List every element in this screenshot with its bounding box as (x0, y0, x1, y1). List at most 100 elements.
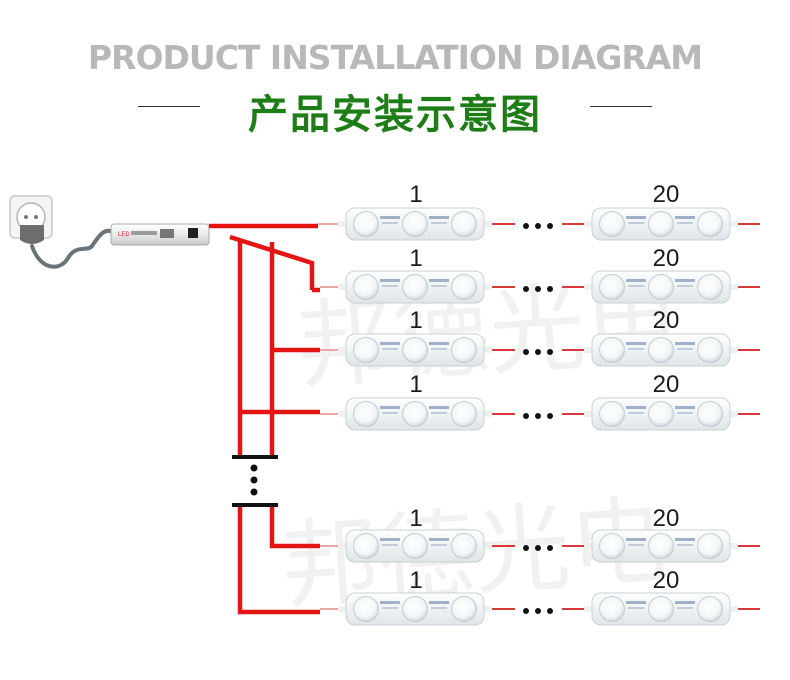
led-module-icon (584, 529, 738, 563)
module-print (429, 601, 449, 604)
led-module-icon (338, 207, 492, 241)
svg-text:LED: LED (118, 232, 130, 238)
led-lens (697, 533, 723, 559)
title-english: PRODUCT INSTALLATION DIAGRAM (87, 38, 703, 77)
led-string-row: 1 20 (338, 505, 760, 563)
led-lens (402, 401, 428, 427)
led-string-row: 1 20 (338, 307, 760, 367)
led-string-row: 1 20 (338, 371, 760, 431)
module-number-first: 1 (409, 371, 422, 398)
led-module-icon (338, 270, 492, 304)
title-rule-right (590, 106, 652, 107)
module-print (675, 538, 695, 541)
module-print (628, 412, 644, 414)
module-print (626, 601, 646, 604)
ellipsis-dot (535, 223, 541, 229)
module-print (626, 342, 646, 345)
led-string-rows: 1 20 1 20 1 20 1 20 1 20 1 20 (338, 181, 760, 626)
led-module-icon (584, 333, 738, 367)
module-print (626, 538, 646, 541)
led-lens (353, 274, 379, 300)
led-string-row: 1 20 (338, 567, 760, 626)
ellipsis-icon (523, 608, 553, 614)
ellipsis-icon (523, 223, 553, 229)
module-print (429, 406, 449, 409)
led-string-row: 1 20 (338, 245, 760, 304)
module-print (675, 279, 695, 282)
module-print (380, 406, 400, 409)
module-number-last: 20 (653, 307, 680, 334)
module-number-first: 1 (409, 181, 422, 208)
led-module-icon (584, 397, 738, 431)
module-print (677, 412, 693, 414)
ellipsis-dot (250, 488, 258, 496)
led-lens (599, 274, 625, 300)
led-lens (599, 533, 625, 559)
power-supply-icon: LED (110, 223, 210, 246)
led-module-icon (584, 592, 738, 626)
led-lens (451, 337, 477, 363)
module-print (380, 538, 400, 541)
module-number-last: 20 (653, 181, 680, 208)
ellipsis-dot (535, 545, 541, 551)
ellipsis-dot (547, 413, 553, 419)
wire-row-6 (237, 507, 320, 615)
ellipsis-dot (535, 413, 541, 419)
led-lens (353, 533, 379, 559)
module-print (675, 601, 695, 604)
module-number-last: 20 (653, 245, 680, 272)
vertical-ellipsis-icon (250, 464, 258, 496)
led-lens (599, 337, 625, 363)
led-lens (648, 274, 674, 300)
module-print (429, 342, 449, 345)
led-module-icon (584, 270, 738, 304)
module-number-first: 1 (409, 307, 422, 334)
module-print (380, 342, 400, 345)
ellipsis-dot (523, 413, 529, 419)
module-print (382, 348, 398, 350)
plug-icon (20, 225, 115, 269)
module-number-last: 20 (653, 505, 680, 532)
module-print (675, 342, 695, 345)
title-rule-left (138, 106, 200, 107)
module-number-last: 20 (653, 371, 680, 398)
module-print (382, 285, 398, 287)
module-print (431, 348, 447, 350)
ellipsis-dot (547, 545, 553, 551)
ellipsis-dot (250, 476, 258, 484)
ellipsis-dot (535, 349, 541, 355)
module-print (675, 406, 695, 409)
led-lens (353, 337, 379, 363)
module-print (429, 279, 449, 282)
led-lens (599, 211, 625, 237)
ellipsis-dot (523, 286, 529, 292)
ellipsis-icon (523, 286, 553, 292)
led-lens (648, 533, 674, 559)
module-print (628, 222, 644, 224)
module-print (431, 285, 447, 287)
ellipsis-dot (547, 223, 553, 229)
led-lens (353, 596, 379, 622)
module-print (429, 538, 449, 541)
module-print (626, 279, 646, 282)
module-number-first: 1 (409, 567, 422, 594)
module-print (431, 544, 447, 546)
ellipsis-dot (547, 286, 553, 292)
module-print (677, 348, 693, 350)
module-print (382, 412, 398, 414)
led-lens (451, 596, 477, 622)
module-number-first: 1 (409, 245, 422, 272)
module-number-last: 20 (653, 567, 680, 594)
ellipsis-dot (547, 349, 553, 355)
ellipsis-icon (523, 349, 553, 355)
ellipsis-dot (250, 464, 258, 472)
led-lens (402, 337, 428, 363)
module-print (626, 216, 646, 219)
ellipsis-dot (523, 545, 529, 551)
module-print (628, 348, 644, 350)
ellipsis-dot (535, 286, 541, 292)
module-number-first: 1 (409, 505, 422, 532)
led-string-row: 1 20 (338, 181, 760, 241)
led-lens (697, 274, 723, 300)
